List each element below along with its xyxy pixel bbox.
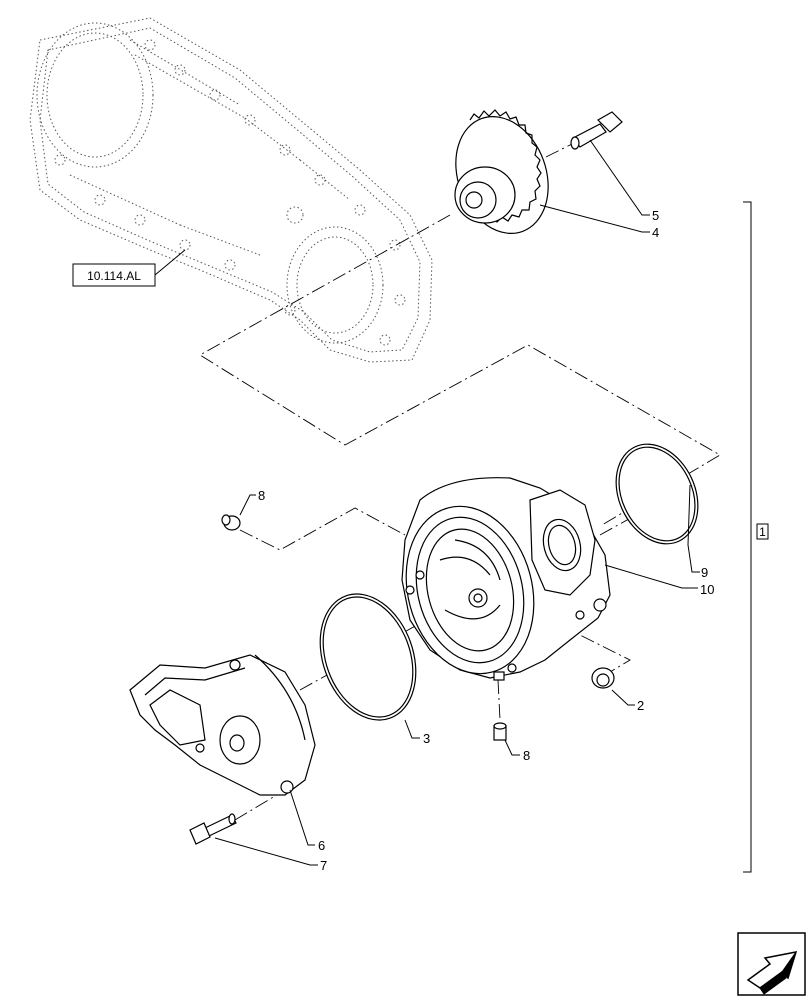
plug-part-8-upper xyxy=(221,514,241,531)
leader-lines xyxy=(214,139,700,866)
o-ring-part-3 xyxy=(319,593,417,721)
group-callout-1: 1 xyxy=(759,525,766,539)
callout-6: 6 xyxy=(318,838,325,853)
callout-10: 10 xyxy=(700,582,714,597)
drain-plug-part-2 xyxy=(591,667,615,689)
callout-9: 9 xyxy=(701,565,708,580)
callout-8-upper: 8 xyxy=(258,488,265,503)
reference-label-box[interactable]: 10.114.AL xyxy=(72,249,186,287)
gear-bolt-part xyxy=(570,111,623,150)
callout-3: 3 xyxy=(423,731,430,746)
plug-part-8-lower xyxy=(493,722,507,741)
callout-2: 2 xyxy=(637,698,644,713)
arrow-navigation-icon[interactable] xyxy=(737,932,806,996)
callout-4: 4 xyxy=(652,225,659,240)
pump-cover-part-6 xyxy=(129,654,316,796)
o-ring-part-9 xyxy=(615,443,699,545)
water-pump-body-part xyxy=(401,477,611,681)
group-bracket: 1 xyxy=(743,201,769,873)
gear-housing-outline xyxy=(29,17,433,363)
callout-7: 7 xyxy=(320,858,327,873)
callout-8-lower: 8 xyxy=(523,748,530,763)
cover-bolt-part-7 xyxy=(189,813,237,845)
gear-part xyxy=(454,109,549,234)
reference-label-text: 10.114.AL xyxy=(87,269,141,283)
callout-5: 5 xyxy=(652,208,659,223)
